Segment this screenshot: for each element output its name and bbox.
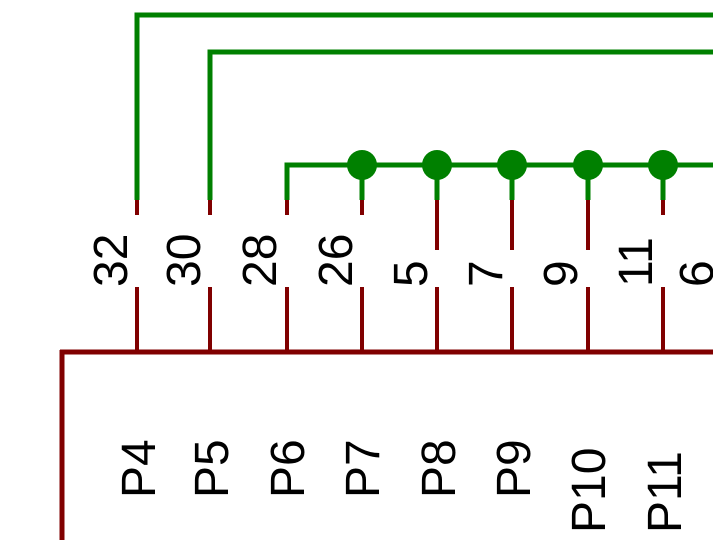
net-pin-30 — [207, 49, 713, 200]
pin-name-label: P11 — [639, 451, 692, 533]
pin-number-label: 7 — [460, 260, 513, 287]
pin-number-label: 28 — [234, 234, 287, 287]
pin-number-label: 6 — [671, 260, 713, 287]
junction-dot — [497, 150, 527, 180]
pin-name-label: P9 — [488, 439, 541, 498]
pin-name-label: P5 — [186, 439, 239, 498]
component-body — [59, 349, 713, 540]
net-pin-32 — [134, 12, 713, 200]
pin-number-label: 26 — [310, 234, 363, 287]
pin-name-label: P7 — [337, 439, 390, 498]
pin-number-label: 32 — [85, 234, 138, 287]
pin-number-label: 5 — [385, 260, 438, 287]
pin-name-label: P10 — [563, 448, 616, 533]
pin-number-label: 30 — [158, 234, 211, 287]
junction-dot — [422, 150, 452, 180]
pin-numbers: 32 30 28 26 5 7 9 11 6 — [85, 234, 713, 287]
pin-number-label: 11 — [610, 237, 663, 287]
pin-leads — [135, 200, 665, 352]
pin-name-label: P6 — [262, 439, 315, 498]
pin-names: P4 P5 P6 P7 P8 P9 P10 P11 — [113, 439, 692, 533]
junction-dot — [573, 150, 603, 180]
junction-dot — [347, 150, 377, 180]
net-bus — [284, 162, 713, 200]
junction-dot — [648, 150, 678, 180]
pin-name-label: P4 — [113, 439, 166, 498]
pin-number-label: 9 — [535, 260, 588, 287]
pin-name-label: P8 — [413, 439, 466, 498]
nets — [134, 12, 713, 200]
